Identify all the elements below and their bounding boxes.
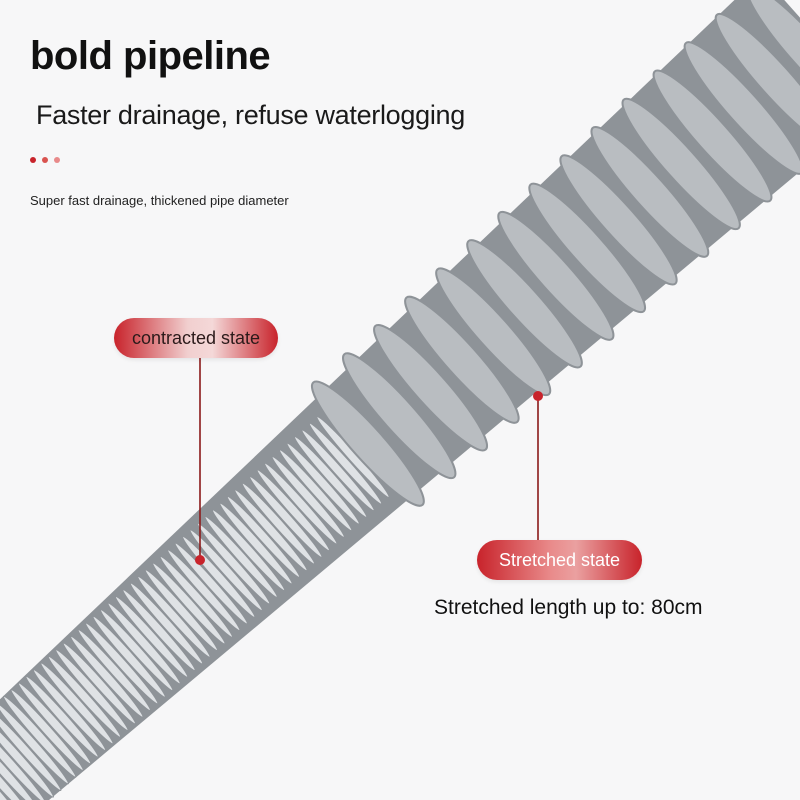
contracted-rib xyxy=(174,542,248,625)
contracted-rib xyxy=(293,435,368,518)
contracted-rib xyxy=(70,635,144,718)
contracted-rib xyxy=(249,475,323,558)
contracted-rib xyxy=(40,662,114,745)
dot-icon xyxy=(30,157,36,163)
contracted-rib xyxy=(129,582,204,665)
stretched-rib xyxy=(342,352,457,480)
contracted-rib xyxy=(99,609,174,692)
contracted-rib xyxy=(308,422,383,505)
contracted-rib xyxy=(62,642,137,725)
contracted-callout-dot xyxy=(195,555,205,565)
stretched-rib xyxy=(373,324,489,452)
contracted-rib xyxy=(10,689,84,772)
dot-icon xyxy=(42,157,48,163)
decorative-dots xyxy=(30,157,60,163)
contracted-state-label: contracted state xyxy=(131,327,261,348)
stretched-state-label: Stretched state xyxy=(498,549,621,570)
contracted-rib xyxy=(159,555,234,638)
contracted-rib xyxy=(32,669,107,752)
contracted-rib xyxy=(55,649,129,732)
stretched-length-note: Stretched length up to: 80cm xyxy=(434,596,703,619)
contracted-rib xyxy=(0,709,62,792)
stretched-callout-dot xyxy=(533,391,543,401)
stretched-rib xyxy=(466,239,583,369)
page-title: bold pipeline xyxy=(30,34,271,78)
contracted-rib xyxy=(301,429,375,512)
contracted-rib xyxy=(107,602,181,685)
contracted-rib xyxy=(0,729,40,800)
stretched-rib xyxy=(310,380,425,507)
contracted-rib xyxy=(114,595,189,678)
subtitle: Faster drainage, refuse waterlogging xyxy=(36,100,465,130)
contracted-rib xyxy=(144,569,219,652)
stretched-rib xyxy=(528,182,647,314)
contracted-rib xyxy=(137,575,211,658)
contracted-rib xyxy=(0,715,55,798)
contracted-rib xyxy=(219,502,293,585)
stretched-rib xyxy=(621,97,741,231)
contracted-state-badge: contracted state xyxy=(114,318,278,358)
stretched-rib xyxy=(683,41,800,175)
contracted-rib xyxy=(167,549,241,632)
stretched-rib xyxy=(652,69,773,203)
stretched-rib xyxy=(559,154,678,286)
contracted-rib xyxy=(47,655,122,738)
contracted-rib xyxy=(17,682,92,765)
stretched-rib xyxy=(404,295,520,424)
description: Super fast drainage, thickened pipe diam… xyxy=(30,193,289,208)
contracted-rib xyxy=(0,702,69,785)
contracted-rib xyxy=(234,489,308,572)
contracted-rib xyxy=(271,455,345,538)
stretched-rib xyxy=(714,12,800,148)
contracted-rib xyxy=(226,495,301,578)
contracted-rib xyxy=(189,529,263,612)
callout-lines xyxy=(195,358,543,565)
contracted-rib xyxy=(0,722,47,800)
contracted-rib xyxy=(256,469,331,552)
stretched-rib xyxy=(590,126,710,258)
contracted-rib xyxy=(211,509,286,592)
stretched-rib xyxy=(745,0,800,120)
contracted-rib xyxy=(278,449,353,532)
stretched-rib xyxy=(497,210,615,341)
contracted-rib xyxy=(241,482,316,565)
contracted-rib xyxy=(286,442,360,525)
stretched-state-badge: Stretched state xyxy=(477,540,642,580)
contracted-rib xyxy=(264,462,338,545)
contracted-rib xyxy=(152,562,226,645)
contracted-rib xyxy=(25,675,99,758)
contracted-rib xyxy=(122,589,196,672)
stretched-rib xyxy=(435,267,552,397)
contracted-rib xyxy=(0,735,32,800)
dot-icon xyxy=(54,157,60,163)
contracted-rib xyxy=(204,515,278,598)
contracted-rib xyxy=(85,622,159,705)
contracted-rib xyxy=(196,522,271,605)
contracted-rib xyxy=(77,629,151,712)
contracted-rib xyxy=(92,615,166,698)
contracted-rib xyxy=(2,695,77,778)
